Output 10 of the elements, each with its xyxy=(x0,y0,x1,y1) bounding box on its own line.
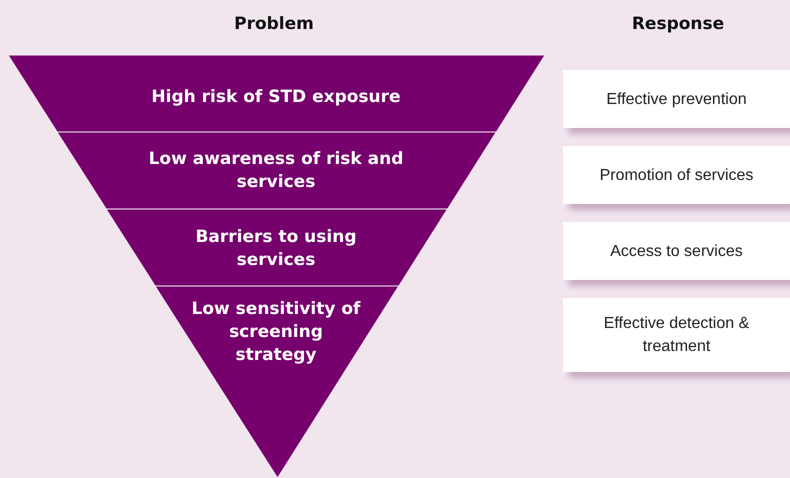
response-box: Promotion of services xyxy=(563,146,790,204)
problem-text: Low awareness of risk and services xyxy=(148,148,404,194)
column-heading: Response xyxy=(632,14,724,34)
problem-text: Barriers to using services xyxy=(194,226,358,272)
response-box: Effective detection & treatment xyxy=(563,298,790,372)
response-box: Effective prevention xyxy=(563,70,790,128)
problem-text: Low sensitivity of screening strategy xyxy=(190,298,362,367)
response-box: Access to services xyxy=(563,222,790,280)
problem-text: High risk of STD exposure xyxy=(150,86,402,109)
column-heading: Problem xyxy=(234,14,314,34)
